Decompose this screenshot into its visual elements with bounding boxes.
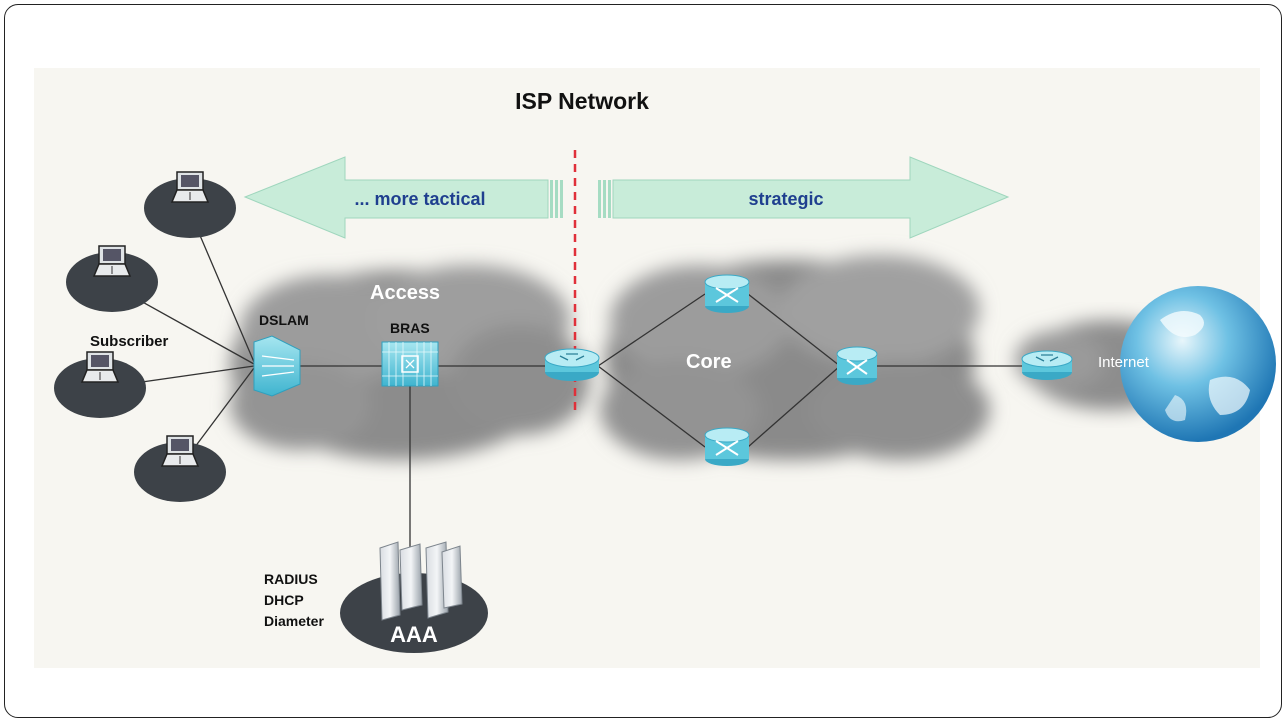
internet-router-icon — [1021, 350, 1073, 380]
subscriber-laptop-4 — [134, 435, 226, 502]
aaa-protocol-radius: RADIUS — [264, 571, 318, 587]
subscriber-laptop-2 — [66, 245, 158, 312]
bras-label: BRAS — [390, 320, 430, 336]
aaa-label: AAA — [390, 622, 438, 647]
strategic-arrow-label: strategic — [748, 189, 823, 209]
dslam-label: DSLAM — [259, 312, 309, 328]
diagram-title: ISP Network — [515, 88, 649, 114]
subscriber-label: Subscriber — [90, 333, 169, 350]
network-links — [99, 211, 1024, 548]
aaa-server-icon: AAA — [340, 541, 488, 653]
core-switch-right-icon — [836, 346, 878, 385]
internet-label: Internet — [1098, 354, 1150, 371]
globe-icon — [1120, 286, 1276, 442]
core-switch-top-icon — [704, 274, 750, 313]
tactical-arrow-label: ... more tactical — [354, 189, 485, 209]
dslam-icon — [253, 335, 301, 397]
aaa-protocol-diameter: Diameter — [264, 613, 324, 629]
core-cloud-label: Core — [686, 351, 732, 373]
bras-icon — [381, 341, 439, 387]
access-cloud-label: Access — [370, 282, 440, 304]
subscriber-laptop-3 — [54, 351, 146, 418]
strategic-arrow: strategic — [598, 156, 1010, 239]
core-switch-bottom-icon — [704, 427, 750, 466]
tactical-arrow: ... more tactical — [243, 156, 563, 239]
core-cloud — [600, 255, 990, 460]
aaa-protocol-dhcp: DHCP — [264, 592, 304, 608]
edge-router-icon — [544, 348, 600, 381]
subscriber-laptop-1 — [144, 171, 236, 238]
